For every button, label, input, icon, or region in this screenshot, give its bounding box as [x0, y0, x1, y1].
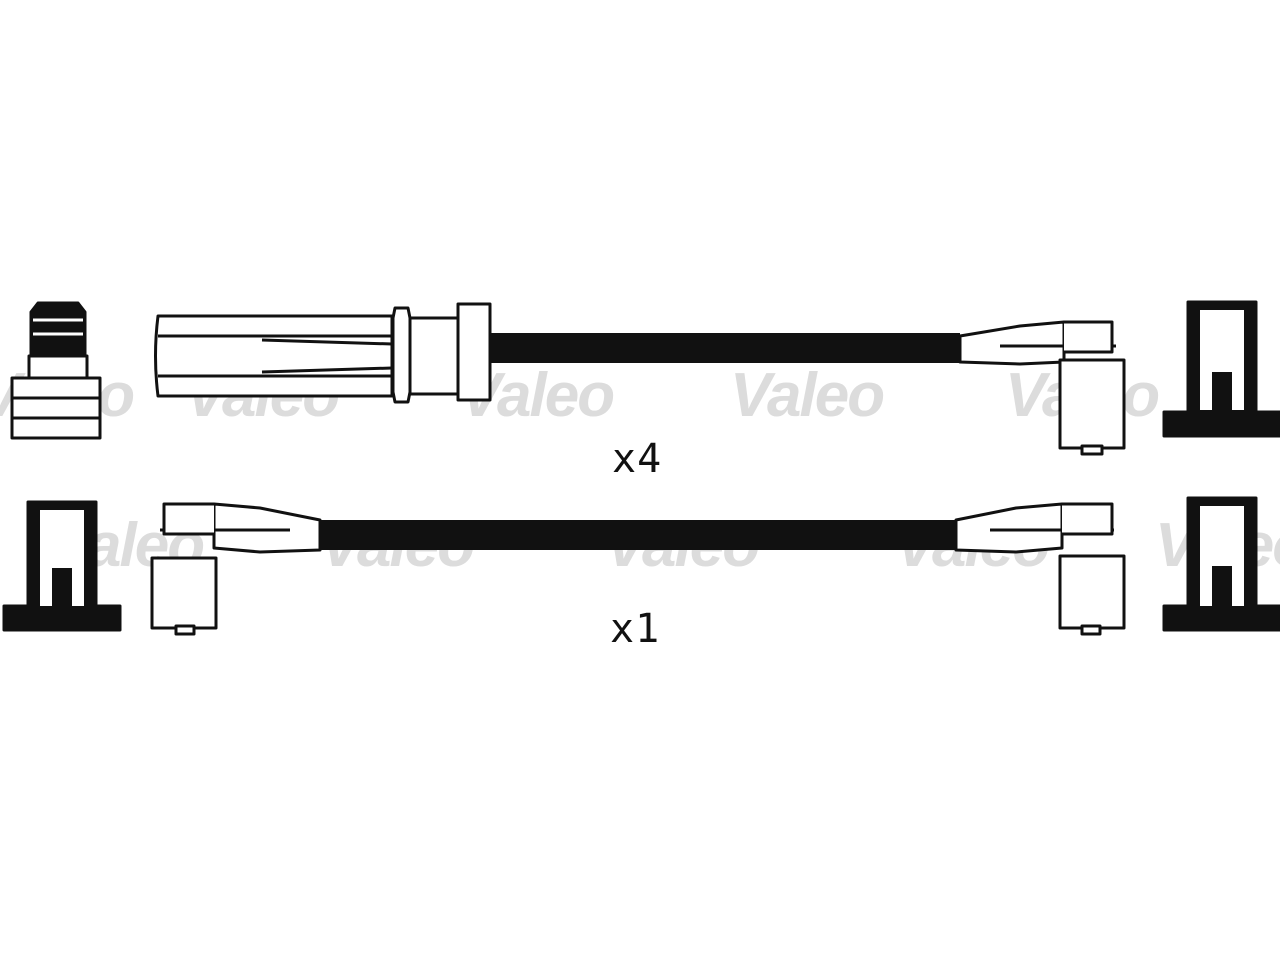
ignition-cable-row2 — [320, 520, 956, 550]
quantity-label-row2: x1 — [610, 606, 661, 652]
quantity-label-row1: x4 — [612, 436, 663, 482]
coil-terminal-icon-row2-left — [2, 500, 122, 632]
ignition-cable-row1 — [490, 333, 960, 363]
angled-coil-boot-icon — [958, 320, 1126, 456]
coil-terminal-icon-row1 — [1162, 300, 1280, 438]
spark-plug-terminal-icon — [10, 301, 102, 440]
straight-plug-boot-icon — [154, 302, 492, 404]
angled-boot-icon-row2-left — [150, 502, 322, 636]
coil-terminal-icon-row2-right — [1162, 496, 1280, 632]
angled-boot-icon-row2-right — [954, 502, 1126, 636]
